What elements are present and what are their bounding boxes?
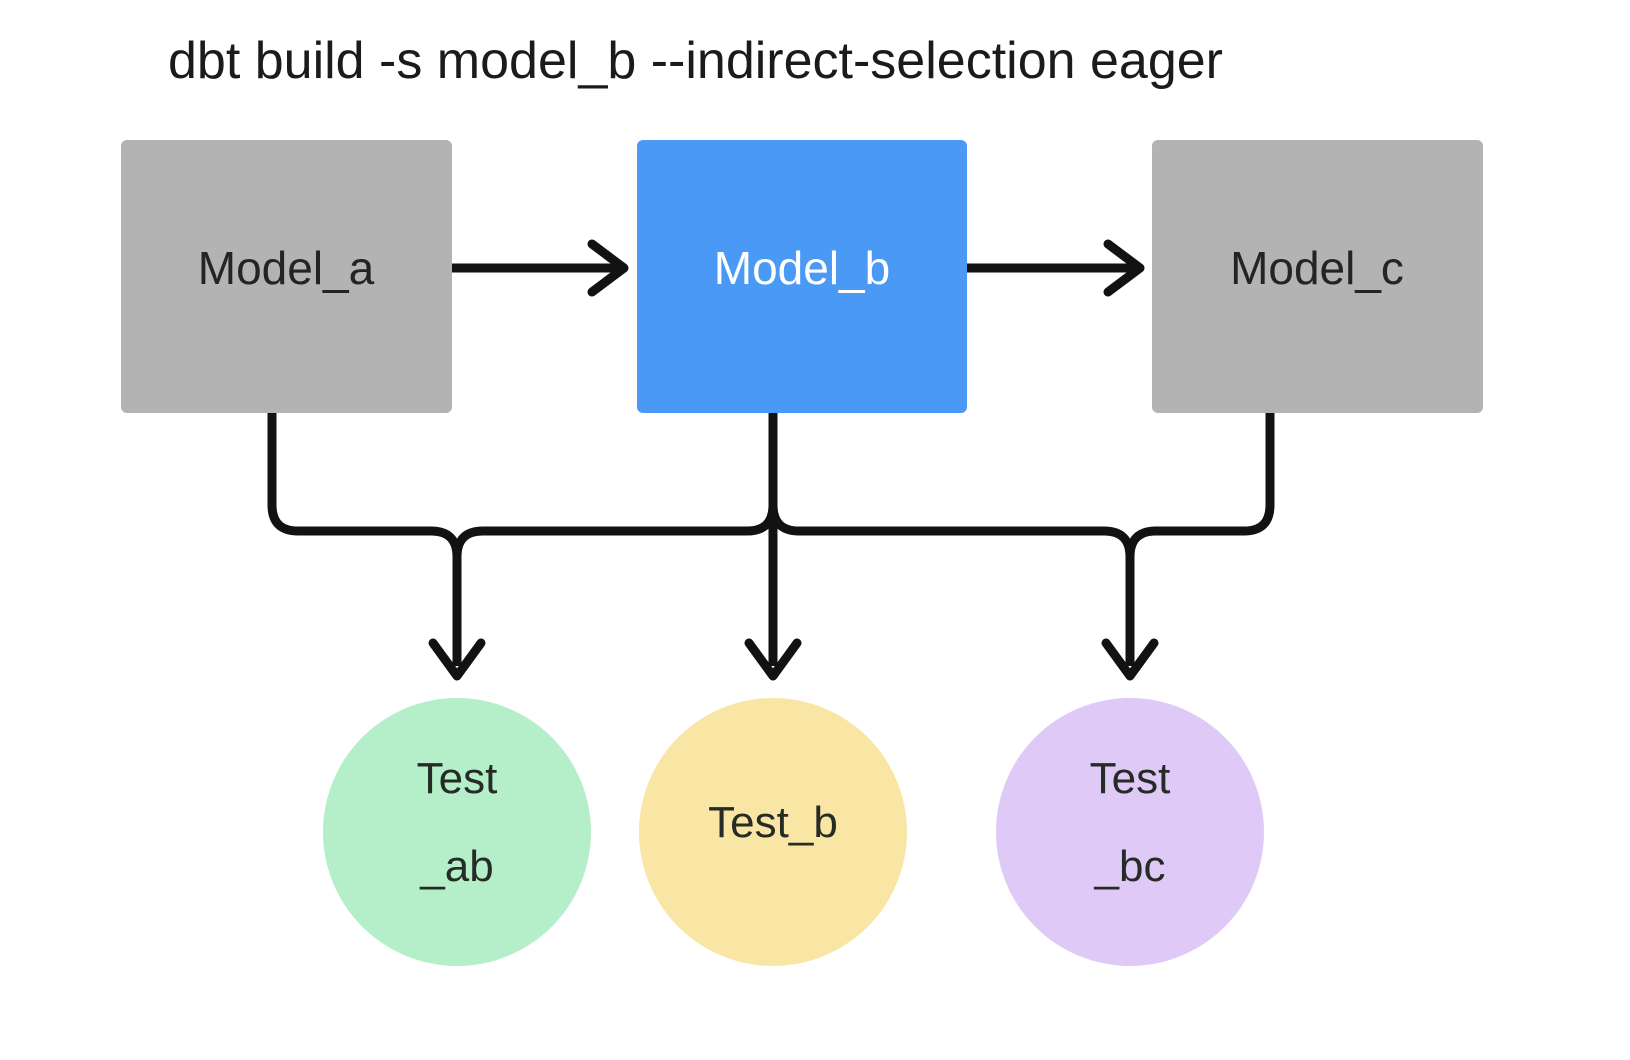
node-test-ab[interactable]: Test _ab — [323, 698, 591, 966]
test-ab-label-line-1: Test — [417, 754, 498, 803]
test-b-label-line-1: Test_b — [708, 798, 838, 847]
test-ab-label-line-2: _ab — [419, 842, 493, 891]
model-c-label: Model_c — [1230, 242, 1404, 294]
diagram-title: dbt build -s model_b --indirect-selectio… — [168, 32, 1223, 90]
model-a-label: Model_a — [198, 242, 375, 294]
node-model-b[interactable]: Model_b — [637, 140, 967, 413]
node-model-a[interactable]: Model_a — [121, 140, 452, 413]
node-test-bc[interactable]: Test _bc — [996, 698, 1264, 966]
edge-model-c-to-test-bc — [1101, 413, 1275, 681]
model-b-shape[interactable] — [637, 140, 967, 413]
model-b-label: Model_b — [714, 242, 890, 294]
node-model-c[interactable]: Model_c — [1152, 140, 1483, 413]
test-bc-label-line-2: _bc — [1094, 842, 1166, 891]
test-bc-shape[interactable] — [996, 698, 1264, 966]
edge-model-b-to-test-bc — [768, 413, 1135, 558]
edge-model-b-to-test-ab — [452, 413, 778, 558]
node-test-b[interactable]: Test_b — [639, 698, 907, 966]
edge-model-b-to-model-c — [967, 239, 1145, 297]
test-ab-shape[interactable] — [323, 698, 591, 966]
test-b-shape[interactable] — [639, 698, 907, 966]
model-a-shape[interactable] — [121, 140, 452, 413]
test-bc-label-line-1: Test — [1090, 754, 1171, 803]
model-c-shape[interactable] — [1152, 140, 1483, 413]
edge-model-a-to-test-ab — [267, 413, 486, 681]
edge-model-a-to-model-b — [452, 239, 629, 297]
